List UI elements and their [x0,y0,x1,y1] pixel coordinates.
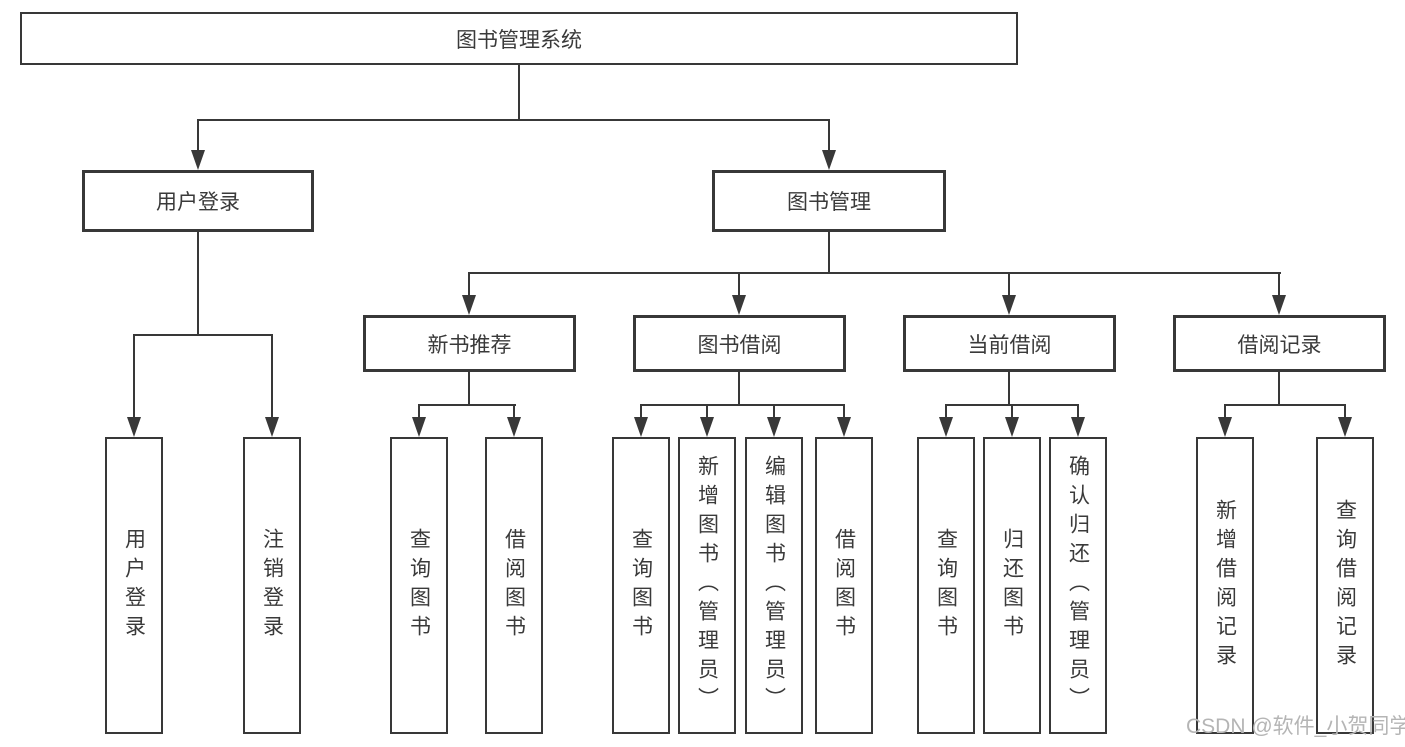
arrowhead-icon [732,295,746,315]
node-borrow-record: 借阅记录 [1173,315,1386,372]
arrowhead-icon [939,417,953,437]
node-label: 归还图书 [1000,527,1024,644]
node-label: 新增图书（管理员） [695,455,719,716]
leaf-borrow-books: 借阅图书 [485,437,543,734]
leaf-confirm-return-admin: 确认归还（管理员） [1049,437,1107,734]
node-book-management: 图书管理 [712,170,946,232]
connector-line [945,404,947,418]
node-label: 新书推荐 [427,333,512,357]
node-label: 查询图书 [629,527,653,644]
arrowhead-icon [1272,295,1286,315]
connector-line [518,65,520,121]
node-label: 当前借阅 [967,333,1052,357]
leaf-logout: 注销登录 [243,437,301,734]
connector-line [197,119,830,121]
connector-line [1008,372,1010,406]
node-current-borrow: 当前借阅 [903,315,1116,372]
connector-line [843,404,845,418]
connector-line [640,404,845,406]
arrowhead-icon [1218,417,1232,437]
connector-line [271,334,273,418]
connector-line [513,404,515,418]
connector-line [468,272,470,296]
leaf-edit-books-admin: 编辑图书（管理员） [745,437,803,734]
node-label: 借阅图书 [502,527,526,644]
node-new-book-recommend: 新书推荐 [363,315,576,372]
leaf-query-borrow-record: 查询借阅记录 [1316,437,1374,734]
connector-line [1344,404,1346,418]
leaf-borrow-books: 借阅图书 [815,437,873,734]
node-user-login: 用户登录 [82,170,314,232]
arrowhead-icon [1338,417,1352,437]
arrowhead-icon [412,417,426,437]
node-label: 借阅记录 [1237,333,1322,357]
arrowhead-icon [1071,417,1085,437]
connector-line [828,119,830,152]
node-label: 确认归还（管理员） [1066,455,1090,716]
node-label: 图书借阅 [697,333,782,357]
arrowhead-icon [634,417,648,437]
node-label: 用户登录 [122,527,146,644]
connector-line [197,119,199,152]
connector-line [738,272,740,296]
connector-line [773,404,775,418]
node-book-borrow: 图书借阅 [633,315,846,372]
node-library-management-system: 图书管理系统 [20,12,1018,65]
node-label: 编辑图书（管理员） [762,455,786,716]
connector-line [640,404,642,418]
connector-line [197,232,199,336]
node-label: 查询借阅记录 [1333,498,1357,673]
connector-line [1011,404,1013,418]
csdn-watermark: CSDN @软件_小贺同学 [1186,715,1405,738]
connector-line [418,404,516,406]
connector-line [1008,272,1010,296]
connector-line [1278,372,1280,406]
leaf-add-borrow-record: 新增借阅记录 [1196,437,1254,734]
node-label: 借阅图书 [832,527,856,644]
connector-line [828,232,830,274]
arrowhead-icon [1002,295,1016,315]
connector-line [1278,272,1280,296]
node-label: 查询图书 [407,527,431,644]
node-label: 图书管理 [787,191,871,214]
connector-line [738,372,740,406]
arrowhead-icon [507,417,521,437]
leaf-query-books: 查询图书 [390,437,448,734]
connector-line [418,404,420,418]
arrowhead-icon [127,417,141,437]
node-label: 用户登录 [156,191,240,214]
arrowhead-icon [822,150,836,170]
connector-line [468,272,1281,274]
connector-line [133,334,273,336]
connector-line [1224,404,1226,418]
leaf-query-books: 查询图书 [917,437,975,734]
connector-line [1077,404,1079,418]
node-label: 注销登录 [260,527,284,644]
arrowhead-icon [1005,417,1019,437]
arrowhead-icon [767,417,781,437]
leaf-query-books: 查询图书 [612,437,670,734]
connector-line [133,334,135,418]
arrowhead-icon [462,295,476,315]
leaf-return-books: 归还图书 [983,437,1041,734]
connector-line [706,404,708,418]
arrowhead-icon [191,150,205,170]
node-label: 新增借阅记录 [1213,498,1237,673]
arrowhead-icon [837,417,851,437]
node-label: 查询图书 [934,527,958,644]
arrowhead-icon [700,417,714,437]
connector-line [1224,404,1346,406]
arrowhead-icon [265,417,279,437]
connector-line [468,372,470,406]
leaf-add-books-admin: 新增图书（管理员） [678,437,736,734]
leaf-user-login: 用户登录 [105,437,163,734]
node-label: 图书管理系统 [456,28,582,52]
